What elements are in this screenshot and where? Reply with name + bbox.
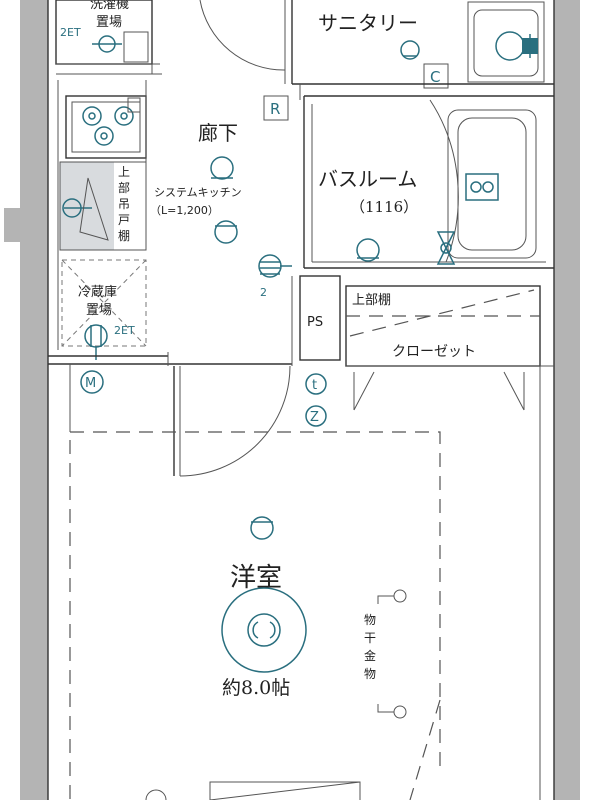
fridge-label-2: 置場	[86, 303, 112, 318]
washer-label-1: 洗濯機	[90, 0, 129, 12]
drying-rack-2: 干	[364, 631, 376, 645]
western-room-size-label: 約8.0帖	[222, 677, 290, 699]
t-symbol: t	[312, 378, 317, 393]
bathroom-label: バスルーム	[318, 167, 417, 191]
drying-rack-3: 金	[364, 648, 376, 663]
western-room-label: 洋室	[230, 563, 282, 593]
t-symbol-circle	[305, 373, 327, 395]
hallway-light-icon	[210, 156, 234, 180]
bath-drain-icon	[465, 173, 499, 201]
sanitary-label: サニタリー	[318, 11, 418, 35]
c-symbol-box	[423, 63, 449, 89]
washbasin-icon	[495, 31, 538, 61]
fan-number: 2	[260, 286, 267, 299]
fridge-2et-label: 2ET	[114, 324, 135, 337]
ceiling-light-icon	[221, 587, 307, 673]
drying-rack-hook-top-icon	[377, 589, 407, 604]
upper-cabinet-1: 上	[118, 165, 130, 179]
closet-door-left	[353, 371, 375, 411]
r-symbol: R	[270, 100, 280, 118]
upper-cabinet-4: 戸	[118, 213, 130, 227]
left-wall-notch	[4, 208, 22, 242]
drying-rack-hook-bottom-icon	[377, 704, 407, 719]
closet-door-right	[503, 371, 525, 411]
ps-box	[299, 275, 341, 361]
drying-rack-1: 物	[364, 613, 376, 627]
bathroom-size-label: （1116）	[350, 198, 418, 216]
z-symbol: Z	[310, 410, 319, 425]
room-downlight-icon	[250, 516, 274, 540]
shower-valve-icon	[436, 231, 456, 265]
bath-light-icon	[356, 238, 380, 262]
room-door-swing	[179, 365, 291, 477]
upper-cabinet-3: 吊	[118, 197, 130, 211]
hallway-label: 廊下	[198, 121, 238, 145]
closet-label: クローゼット	[392, 344, 476, 360]
upper-shelf-label: 上部棚	[352, 293, 391, 308]
bottom-window-unit	[209, 781, 361, 800]
fridge-label-1: 冷蔵庫	[78, 285, 117, 300]
drying-rack-4: 物	[364, 667, 376, 681]
ventilation-fan-icon	[258, 254, 292, 278]
sink-area	[60, 162, 114, 250]
fridge-outlet-icon	[84, 324, 108, 360]
bathtub	[447, 109, 537, 259]
kitchen-length-label: （L=1,200）	[150, 204, 219, 217]
washer-2et-label: 2ET	[60, 26, 81, 39]
c-symbol: C	[430, 68, 440, 86]
fridge-area	[61, 259, 147, 347]
burner-icon	[82, 106, 134, 146]
upper-cabinet-5: 棚	[118, 228, 130, 243]
sink-faucet-icon	[62, 177, 109, 241]
z-symbol-circle	[305, 405, 327, 427]
sanitary-light-icon	[400, 40, 420, 60]
washer-label-2: 置場	[96, 15, 122, 30]
ps-label: PS	[307, 315, 323, 330]
upper-cabinet-2: 部	[118, 180, 130, 195]
kitchen-light-icon	[214, 220, 238, 244]
kitchen-label: システムキッチン	[154, 186, 242, 199]
left-outer-wall	[20, 0, 48, 800]
right-outer-wall	[554, 0, 580, 800]
sanitary-door-swing	[199, 0, 286, 71]
bath-door-swing	[429, 99, 459, 263]
r-symbol-box	[263, 95, 289, 121]
m-symbol-circle	[80, 370, 104, 394]
m-symbol: M	[85, 376, 96, 391]
